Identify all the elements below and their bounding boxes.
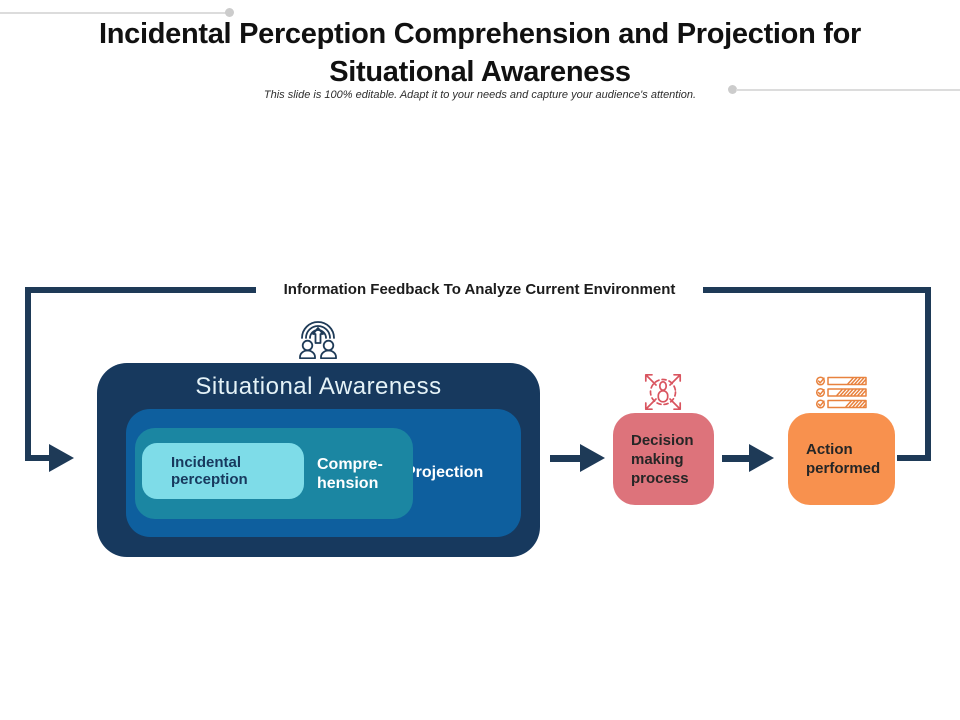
feedback-line-bottom-right <box>897 455 931 461</box>
page-title: Incidental Perception Comprehension and … <box>0 15 960 91</box>
arrow1-head-icon <box>580 444 605 472</box>
arrow1-stem <box>550 455 581 462</box>
feedback-label: Information Feedback To Analyze Current … <box>283 281 676 298</box>
feedback-arrowhead-icon <box>49 444 74 472</box>
comprehension-label-line1: Compre- <box>317 455 383 473</box>
projection-label: Projection <box>405 464 484 481</box>
feedback-arrow-stem <box>25 455 51 461</box>
situational-awareness-title: Situational Awareness <box>195 373 442 400</box>
decor-line-right <box>736 89 960 91</box>
decor-dot-right <box>728 85 737 94</box>
comprehension-label-line2: hension <box>317 474 379 492</box>
incidental-perception-label: Incidental perception <box>171 454 248 488</box>
feedback-line-right-vertical <box>925 287 931 461</box>
decor-line-top-left <box>0 12 230 14</box>
incidental-perception-box: Incidental perception <box>142 443 304 499</box>
decision-making-box: Decision making process <box>613 413 714 505</box>
feedback-line-top-left <box>25 287 256 293</box>
decision-arrows-icon <box>644 373 682 411</box>
page-title-line1: Incidental Perception Comprehension and … <box>98 18 862 50</box>
action-performed-label: Action performed <box>806 441 881 477</box>
action-performed-box: Action performed <box>788 413 895 505</box>
comprehension-label: Compre- hension <box>317 428 383 519</box>
feedback-line-top-right <box>703 287 931 293</box>
page-title-line2: Situational Awareness <box>329 56 631 88</box>
people-communication-icon <box>299 321 337 359</box>
arrow2-stem <box>722 455 750 462</box>
arrow2-head-icon <box>749 444 774 472</box>
page-subtitle: This slide is 100% editable. Adapt it to… <box>263 89 697 101</box>
checklist-icon <box>815 376 867 409</box>
feedback-line-left-vertical <box>25 287 31 461</box>
decision-making-label: Decision making process <box>631 431 694 487</box>
decor-dot-top-left <box>225 8 234 17</box>
